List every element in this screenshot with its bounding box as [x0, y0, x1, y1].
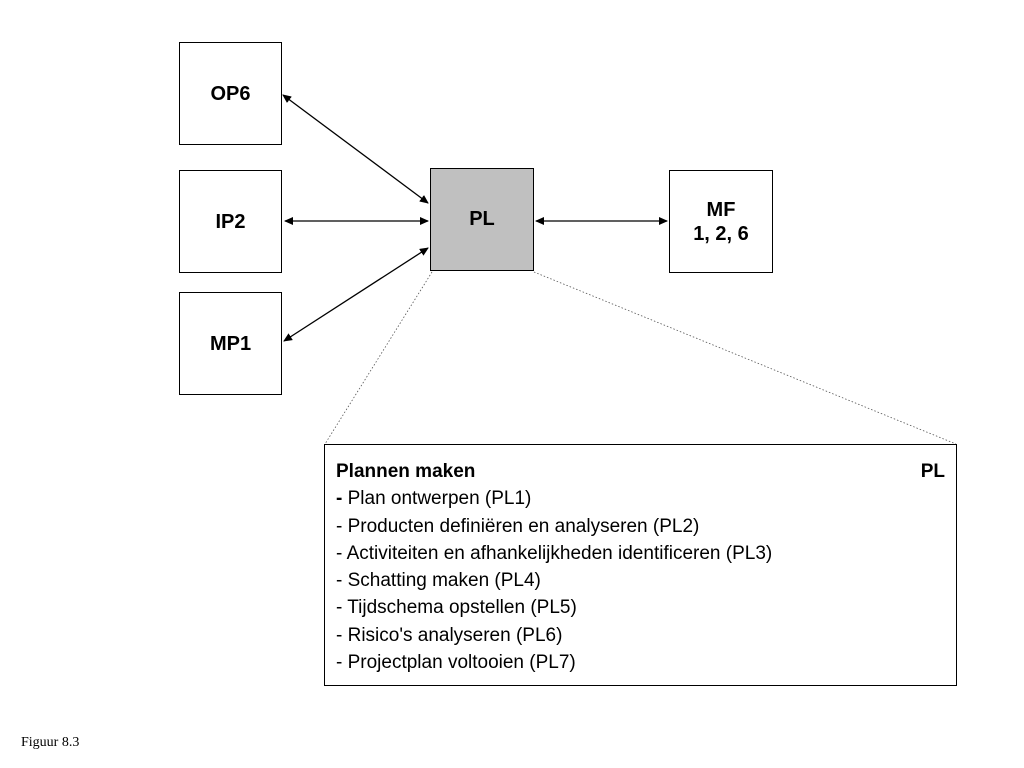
node-pl: PL	[430, 168, 534, 271]
node-mf: MF 1, 2, 6	[669, 170, 773, 273]
detail-list: - Plan ontwerpen (PL1) - Producten defin…	[336, 485, 945, 676]
list-item-text: Plan ontwerpen (PL1)	[347, 488, 532, 510]
zoom-line-left	[324, 271, 433, 445]
list-item: - Tijdschema opstellen (PL5)	[336, 594, 945, 621]
list-item: - Plan ontwerpen (PL1)	[336, 485, 945, 512]
list-item-text: Producten definiëren en analyseren (PL2)	[347, 515, 700, 537]
node-mp1: MP1	[179, 292, 282, 395]
list-dash: -	[336, 570, 343, 592]
list-item: - Projectplan voltooien (PL7)	[336, 649, 945, 676]
node-op6-label: OP6	[210, 82, 251, 105]
list-item: - Risico's analyseren (PL6)	[336, 622, 945, 649]
list-dash: -	[336, 515, 343, 537]
node-pl-label: PL	[469, 208, 495, 230]
node-ip2-label: IP2	[215, 210, 246, 233]
list-dash: -	[336, 624, 343, 646]
list-item: - Producten definiëren en analyseren (PL…	[336, 513, 945, 540]
node-mf-label: MF	[706, 199, 736, 221]
node-op6: OP6	[179, 42, 282, 145]
arrow-mp1-pl	[283, 247, 429, 342]
list-item: - Schatting maken (PL4)	[336, 567, 945, 594]
detail-title: Plannen maken	[336, 461, 476, 482]
node-mf-numbers: 1, 2, 6	[693, 223, 749, 245]
list-item-text: Schatting maken (PL4)	[347, 570, 541, 592]
list-dash: -	[336, 488, 343, 510]
arrow-op6-pl	[282, 94, 429, 204]
list-item-text: Risico's analyseren (PL6)	[347, 624, 563, 646]
list-item-text: Tijdschema opstellen (PL5)	[347, 597, 577, 619]
detail-box: Plannen maken PL - Plan ontwerpen (PL1) …	[324, 444, 957, 686]
detail-code: PL	[920, 461, 945, 482]
detail-header: Plannen maken PL	[336, 458, 945, 485]
figure-caption: Figuur 8.3	[21, 735, 80, 750]
list-dash: -	[336, 652, 343, 674]
list-item-text: Activiteiten en afhankelijkheden identif…	[346, 542, 773, 564]
zoom-line-right	[533, 271, 957, 445]
node-mp1-label: MP1	[209, 332, 252, 355]
list-item: - Activiteiten en afhankelijkheden ident…	[336, 540, 945, 567]
list-item-text: Projectplan voltooien (PL7)	[347, 652, 576, 674]
list-dash: -	[336, 597, 343, 619]
list-dash: -	[336, 542, 343, 564]
node-ip2: IP2	[179, 170, 282, 273]
